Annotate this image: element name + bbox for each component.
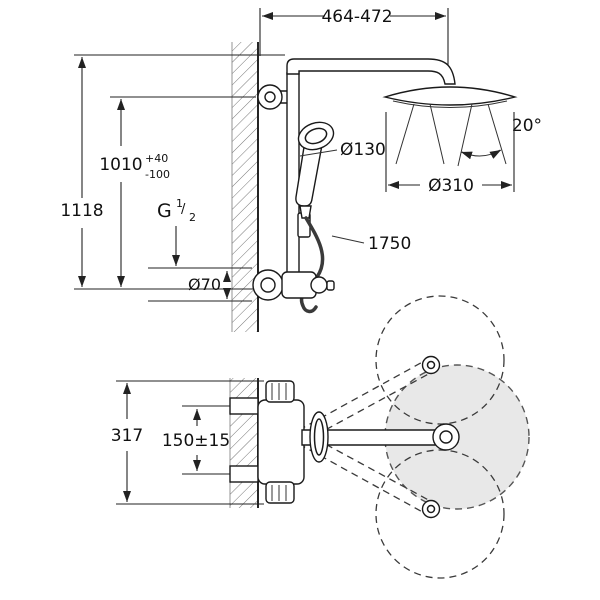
arm-end-lower-center [426, 504, 436, 514]
extension-lines [385, 112, 515, 192]
arm-escutcheon [309, 411, 329, 463]
angle-arrow-right [489, 149, 502, 159]
arm-escutcheon-inner [313, 418, 325, 456]
supply-stub-bottom [229, 465, 259, 483]
head-shower-upper-position [375, 295, 505, 425]
extension-lines [116, 380, 264, 505]
spray-lines [395, 103, 507, 167]
head-shower-diameter-label: Ø310 [428, 176, 474, 196]
spray-angle-label: 20° [512, 116, 542, 136]
width-range-label: 464-472 [321, 7, 392, 27]
mixer-nut [260, 277, 276, 293]
dimension-upper-height: 1010 +40 -100 [99, 96, 256, 287]
hand-shower-face [304, 127, 328, 145]
hose-fitting [299, 205, 312, 219]
spray-angle-lines: 20° [395, 103, 542, 167]
hose-length-leader [331, 235, 365, 244]
upper-height-label: 1010 [99, 155, 142, 175]
head-shower [382, 86, 518, 108]
wall-union [257, 84, 287, 110]
extension-lines [182, 405, 230, 475]
thread-letter-label: G [157, 200, 172, 222]
mixer-handle-bottom [265, 481, 295, 504]
angle-arrow-left [460, 151, 473, 160]
tolerance-minus-label: -100 [145, 168, 170, 181]
shower-riser-pipe [286, 72, 300, 274]
diverter-pull [326, 280, 335, 291]
head-shower-body [382, 86, 518, 106]
arm-end-lower [421, 499, 441, 519]
thermostat-mixer-plan [257, 380, 305, 504]
thread-denominator-label: 2 [189, 211, 196, 224]
shower-arm [286, 58, 456, 85]
ball-joint-inner [439, 430, 453, 444]
mixer-body-plan [257, 399, 305, 485]
total-height-label: 1118 [60, 201, 103, 221]
handle-grip-lines [271, 383, 287, 501]
hand-shower: Ø130 [295, 121, 386, 219]
dimension-thread: G 1 / 2 [157, 197, 196, 266]
mixer-handle-top [265, 380, 295, 403]
dimension-supply-spacing: 150±15 [162, 405, 230, 475]
supply-stub-top [229, 397, 259, 415]
thread-numerator-label: 1 [176, 197, 183, 210]
tolerance-plus-label: +40 [145, 152, 168, 165]
swivel-arm-outlines [298, 358, 435, 516]
head-shower-face [392, 100, 508, 108]
arm-end-upper-center [426, 360, 436, 370]
arm-end-upper [421, 355, 441, 375]
shower-arm-plan [301, 411, 460, 463]
diverter-knob [310, 276, 328, 294]
hand-shower-diameter-label: Ø130 [340, 140, 386, 160]
hose-length-label: 1750 [368, 234, 411, 254]
thread-slash-label: / [181, 202, 186, 217]
dimension-head-diameter: Ø310 [385, 112, 515, 196]
head-shower-lower-position [375, 449, 505, 579]
thermostat-mixer-front [252, 269, 335, 301]
projection-depth-label: 317 [111, 426, 143, 446]
escutcheon-diameter-label: Ø70 [188, 275, 221, 294]
hand-diameter-leader [299, 149, 338, 157]
union-nut [264, 91, 276, 103]
extension-lines [148, 267, 252, 302]
dimension-escutcheon: Ø70 [148, 267, 252, 302]
supply-spacing-label: 150±15 [162, 431, 230, 451]
hose-length: 1750 [331, 234, 411, 254]
dimension-depth: 317 [111, 380, 264, 505]
